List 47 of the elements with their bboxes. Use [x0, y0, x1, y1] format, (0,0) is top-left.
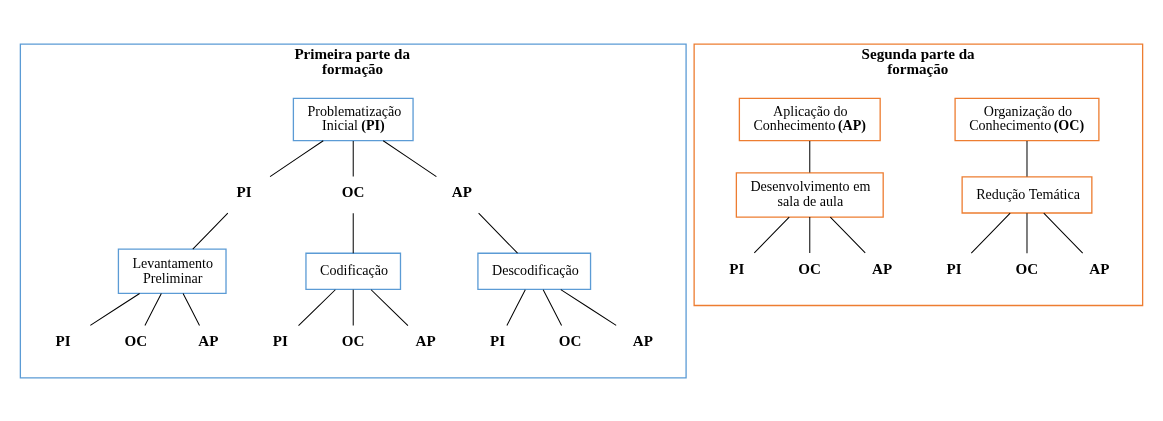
connector [478, 212, 519, 254]
connector [192, 212, 229, 250]
connector [753, 216, 790, 253]
connector [269, 139, 324, 177]
node-text: PI [55, 332, 71, 349]
node-box: Descodificação [477, 252, 592, 290]
connector [506, 288, 526, 326]
connector [829, 216, 866, 253]
connector [352, 288, 354, 326]
connector [298, 288, 336, 326]
connector [370, 288, 409, 326]
node-text: OC [558, 332, 582, 349]
connector [809, 216, 811, 253]
node-text: AP [198, 332, 219, 349]
node-text: PI [489, 332, 506, 349]
connector [89, 292, 141, 326]
node-box: Levantamento Preliminar [117, 248, 227, 294]
connector [352, 139, 354, 177]
node-text: PI [236, 183, 252, 200]
node-box: Aplicação do Conhecimento (AP) [738, 97, 881, 141]
node-text: AP [415, 332, 436, 349]
node-text: OC [798, 260, 821, 277]
node-box: Redução Temática [961, 175, 1093, 214]
node-text: PI [946, 260, 962, 277]
node-text: PI [729, 260, 745, 277]
connector [809, 139, 811, 173]
connector [144, 292, 162, 326]
connector [970, 212, 1011, 254]
node-text: OC [124, 332, 148, 349]
connector [352, 212, 354, 254]
node-text: AP [872, 260, 893, 277]
node-text: OC [341, 183, 365, 200]
connector [382, 139, 437, 177]
node-box: Codificação [305, 252, 402, 290]
connector [560, 288, 617, 326]
connector [542, 288, 563, 326]
node-box: Organização do Conhecimento (OC) [954, 97, 1100, 141]
node-box: Desenvolvimento em sala de aula [735, 171, 884, 218]
node-text: AP [1089, 260, 1110, 277]
node-text: OC [341, 332, 365, 349]
node-text: AP [451, 183, 472, 200]
node-box: Problematização Inicial (PI) [292, 97, 414, 141]
connector [182, 292, 200, 326]
node-text: AP [632, 332, 653, 349]
node-text: OC [1015, 260, 1039, 277]
node-text: PI [272, 332, 288, 349]
connector [1043, 212, 1084, 254]
